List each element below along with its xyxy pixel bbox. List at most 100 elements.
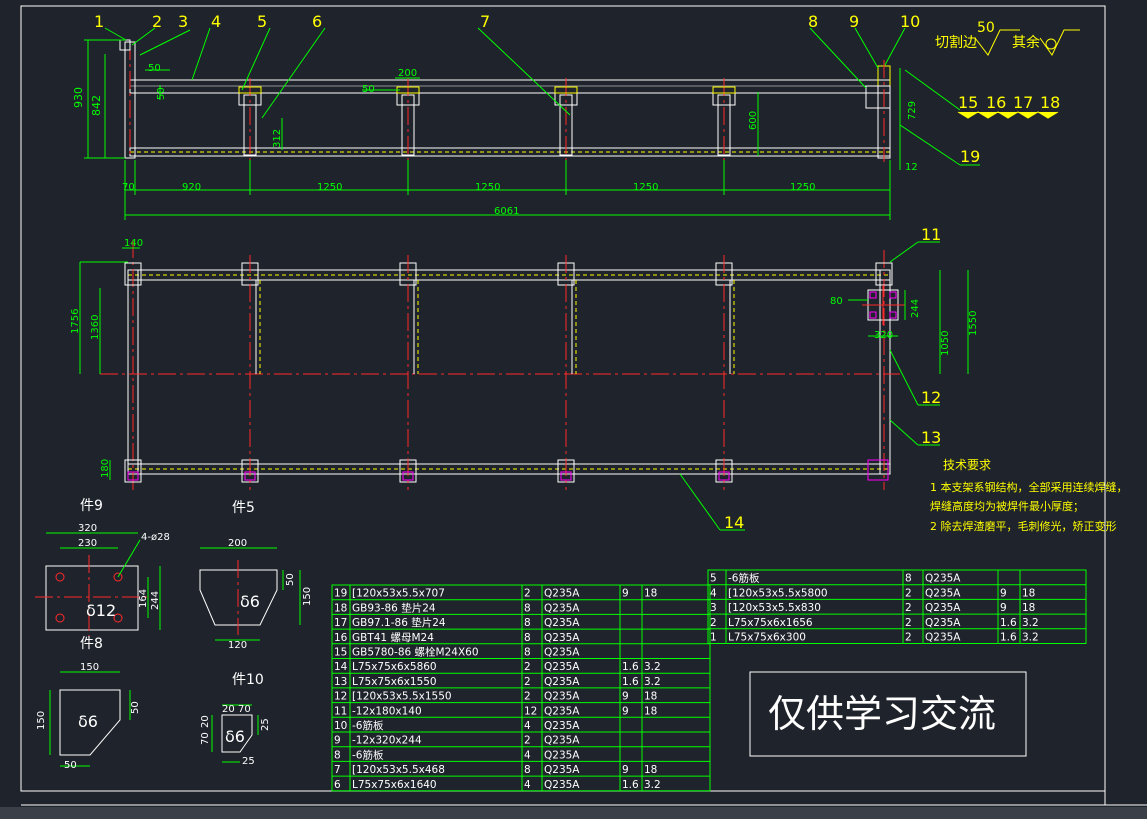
bom-cell: 4 [710, 587, 717, 599]
span-1250b: 1250 [475, 182, 500, 193]
tech-line-3: 2 除去焊渣磨平，毛刺修光，矫正变形 [930, 519, 1117, 533]
bom-cell: L75x75x6x300 [728, 632, 806, 644]
balloon-12: 12 [921, 388, 941, 407]
balloon-9: 9 [849, 12, 859, 31]
dim-12: 12 [905, 162, 918, 173]
bom-cell: Q235A [544, 617, 580, 629]
plan-dims: 140 1756 1360 180 80 244 320 1050 1550 [70, 238, 979, 480]
bom-cell: 12 [524, 705, 537, 717]
bom-cell: 1.6 [622, 676, 639, 688]
post-plate [554, 86, 578, 94]
dim-50a: 50 [148, 63, 161, 74]
bom-cell: GBT41 螺母M24 [352, 632, 434, 644]
dim-930: 930 [72, 87, 85, 108]
balloon-2: 2 [152, 12, 162, 31]
bom-cell: Q235A [544, 779, 580, 791]
bom-cell: 4 [524, 720, 531, 732]
bom-cell: 10 [334, 720, 347, 732]
bom-cell: 5 [710, 573, 717, 585]
tech-title: 技术要求 [943, 458, 991, 472]
balloon-5: 5 [257, 12, 267, 31]
span-1250d: 1250 [790, 182, 815, 193]
stamp-box: 仅供学习交流 [749, 671, 1027, 757]
bom-cell: 9 [622, 764, 629, 776]
bom-cell: 2 [905, 587, 912, 599]
p10-b: 70 [238, 704, 251, 715]
detail-p5: 件5 200 120 50 150 δ6 [199, 500, 313, 651]
balloon-7: 7 [480, 12, 490, 31]
dim-600: 600 [748, 111, 759, 130]
balloon-11: 11 [921, 225, 941, 244]
dim-1550: 1550 [968, 311, 979, 336]
bom-cell: Q235A [544, 705, 580, 717]
bom-cell: Q235A [544, 588, 580, 600]
bom-cell: 2 [524, 661, 531, 673]
p5-h1: 50 [285, 573, 296, 586]
bom-cell: 2 [524, 588, 531, 600]
balloon-17: 17 [1013, 93, 1033, 112]
bom-cell: [120x53x5.5x5800 [728, 587, 828, 599]
bom-cell: Q235A [544, 720, 580, 732]
bom-cell: 4 [524, 749, 531, 761]
cut-value: 50 [977, 20, 995, 36]
bom-cell: 3 [710, 602, 717, 614]
post-plate [712, 86, 736, 94]
bom-cell: [120x53x5.5x1550 [352, 691, 452, 703]
plan-bolt [718, 471, 730, 481]
bom-cell: Q235A [925, 632, 961, 644]
dim-729: 729 [907, 101, 918, 120]
bom-cell: Q235A [544, 764, 580, 776]
balloon-8: 8 [808, 12, 818, 31]
bom-cell: 16 [334, 632, 348, 644]
tech-line-2: 焊缝高度均为被焊件最小厚度； [930, 499, 1084, 513]
bom-cell: 2 [905, 617, 912, 629]
bom-cell: 1.6 [1000, 617, 1017, 629]
bom-cell: 8 [524, 632, 531, 644]
balloon-15: 15 [958, 93, 978, 112]
bom-cell: 13 [334, 676, 347, 688]
statusbar [0, 807, 1147, 819]
bom-cell: 2 [524, 676, 531, 688]
p5-label: 件5 [232, 500, 255, 516]
bom-cell: Q235A [925, 573, 961, 585]
p10-f: 25 [242, 756, 255, 767]
p10-thk: δ6 [225, 727, 245, 746]
balloon-6: 6 [312, 12, 322, 31]
bom-cell: Q235A [925, 617, 961, 629]
bom-cell: 8 [524, 602, 531, 614]
tech-line-1: 1 本支架系钢结构，全部采用连续焊缝， [930, 480, 1128, 494]
p9-holes: 4-ø28 [141, 532, 170, 543]
bom-cell: 18 [1022, 587, 1035, 599]
balloon-1: 1 [94, 12, 104, 31]
bom-cell: 18 [334, 602, 347, 614]
bom-cell: 8 [524, 764, 531, 776]
front-view [119, 39, 891, 162]
plan-bolt [402, 471, 414, 481]
bom-cell: GB5780-86 螺栓M24X60 [352, 646, 479, 659]
bom-cell: 9 [1000, 587, 1007, 599]
bom-cell: 3.2 [644, 661, 661, 673]
balloon-10: 10 [900, 12, 920, 31]
span-70: 70 [122, 182, 135, 193]
p10-a: 20 [222, 704, 235, 715]
bom-cell: Q235A [544, 735, 580, 747]
bom-cell: 6 [334, 779, 341, 791]
bom-cell: -6筋板 [352, 748, 384, 761]
dim-312: 312 [272, 129, 283, 148]
p8-e1: 50 [130, 701, 141, 714]
bom-cell: 8 [524, 617, 531, 629]
dim-1756: 1756 [70, 309, 81, 334]
balloon-19: 19 [960, 147, 980, 166]
bom-cell: L75x75x6x1640 [352, 779, 437, 791]
detail-p10: 件10 20 70 70 20 25 25 δ6 [200, 672, 271, 767]
bom-cell: L75x75x6x1656 [728, 617, 813, 629]
bom-cell: Q235A [925, 602, 961, 614]
dim-180: 180 [100, 459, 111, 478]
bom-cell: Q235A [544, 676, 580, 688]
bom-cell: 9 [334, 735, 341, 747]
span-920: 920 [182, 182, 201, 193]
p5-top: 200 [228, 538, 247, 549]
p9-h1: 164 [138, 589, 149, 608]
